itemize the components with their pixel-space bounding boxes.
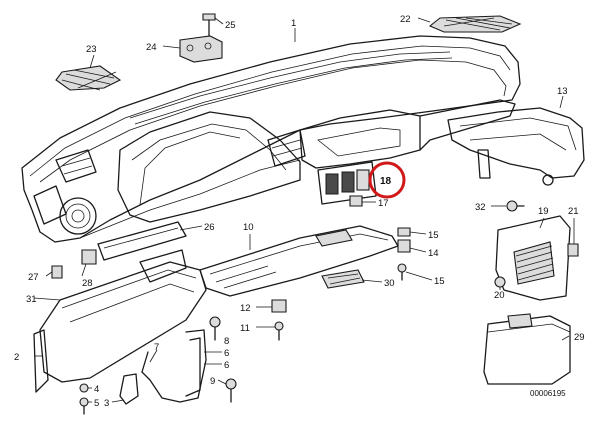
screw-5: [79, 397, 89, 415]
glovebox: [33, 249, 207, 393]
screw-12: [271, 299, 287, 313]
clip-20: [494, 276, 506, 288]
label-15b: 15: [434, 276, 445, 287]
right-duct-13: [447, 107, 585, 186]
bracket-assembly: [141, 316, 237, 403]
vent-grille-23: [55, 65, 122, 91]
label-24: 24: [146, 42, 157, 53]
clip-17: [349, 195, 363, 207]
label-27: 27: [28, 272, 39, 283]
label-26: 26: [204, 222, 215, 233]
label-11: 11: [240, 323, 250, 334]
label-15a: 15: [428, 230, 439, 241]
label-30: 30: [384, 278, 395, 289]
side-panel-19: [495, 215, 571, 301]
label-29: 29: [574, 332, 585, 343]
label-8: 8: [224, 336, 229, 347]
screw-25: [202, 13, 216, 37]
clip-27: [51, 265, 63, 279]
label-21: 21: [568, 206, 579, 217]
label-22: 22: [400, 14, 411, 25]
screw-4: [79, 383, 89, 393]
label-25: 25: [225, 20, 236, 31]
label-6b: 6: [224, 360, 229, 371]
lower-cover-10: [199, 225, 399, 297]
highlight-callout-18[interactable]: 18: [368, 161, 406, 199]
label-20: 20: [494, 290, 505, 301]
highlight-ring: [368, 161, 406, 199]
label-3: 3: [104, 398, 109, 409]
leader-lines: [33, 17, 575, 403]
label-1: 1: [291, 18, 296, 29]
label-31: 31: [26, 294, 37, 305]
switch-block-18[interactable]: [317, 161, 377, 205]
grille-30: [321, 269, 365, 289]
fastener-15: [397, 227, 411, 237]
vent-grille-22: [428, 15, 522, 33]
module-29: [483, 313, 571, 385]
label-2: 2: [14, 352, 19, 363]
label-32: 32: [475, 202, 486, 213]
fastener-16: [397, 263, 407, 281]
label-13: 13: [557, 86, 568, 97]
trim-strip-26: [97, 221, 187, 261]
callout-labels: 1 2 3 4 5 6 6 7 8 9 10 11 12 13 14 15 15…: [14, 14, 585, 409]
label-14: 14: [428, 248, 439, 259]
bracket-24: [179, 35, 223, 63]
label-4: 4: [94, 384, 99, 395]
label-19: 19: [538, 206, 549, 217]
label-23: 23: [86, 44, 97, 55]
label-28: 28: [82, 278, 93, 289]
clip-21: [567, 243, 579, 257]
label-6a: 6: [224, 348, 229, 359]
label-9: 9: [210, 376, 215, 387]
fastener-14: [397, 239, 411, 253]
label-7: 7: [154, 342, 159, 353]
label-12: 12: [240, 303, 251, 314]
screw-11: [274, 321, 284, 341]
drawing-code: 00006195: [530, 389, 566, 398]
label-17: 17: [378, 198, 389, 209]
label-5: 5: [94, 398, 99, 409]
label-18: 18: [380, 176, 392, 187]
clip-28: [81, 249, 97, 265]
label-10: 10: [243, 222, 254, 233]
hinge-3: [119, 373, 139, 405]
screw-32: [506, 200, 525, 212]
